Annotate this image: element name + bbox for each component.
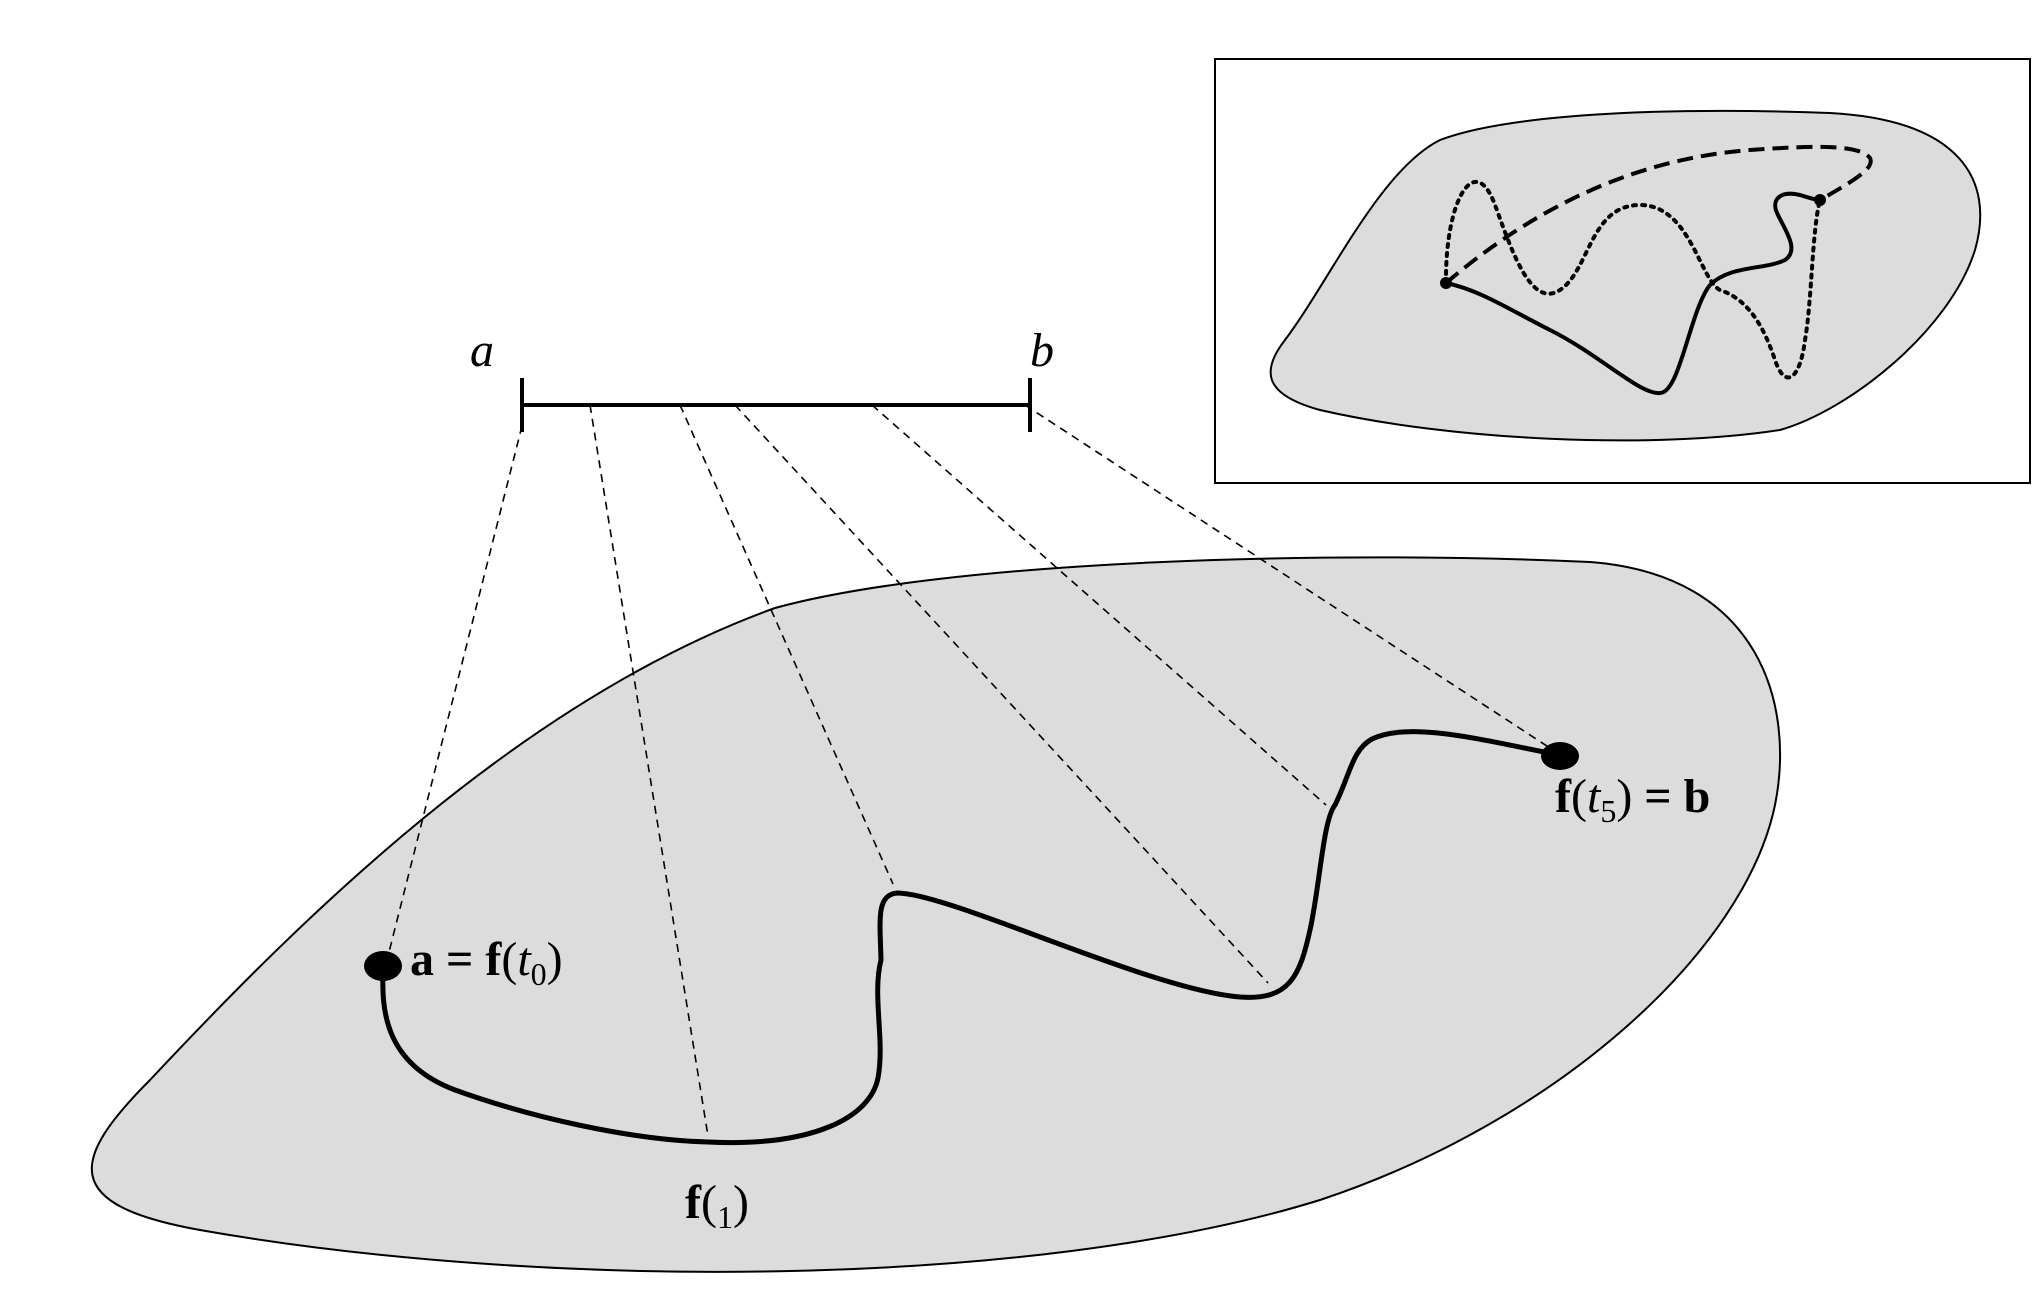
projection-line (589, 404, 709, 1137)
projection-line (1024, 404, 1554, 751)
projection-line (679, 404, 894, 885)
inset-panel (1214, 58, 2031, 484)
inset-start-point (1440, 277, 1452, 289)
projection-line (734, 404, 1269, 984)
start-label: a = f(t0) (410, 933, 563, 992)
start-point (364, 951, 402, 981)
inset-end-point (1814, 194, 1826, 206)
path-curve (380, 729, 1563, 1146)
main-region (90, 556, 1781, 1273)
interval-label-a: a (470, 324, 494, 377)
interval-segment (520, 378, 1032, 432)
inset-dashed-path (1444, 144, 1873, 285)
projection-line (871, 404, 1327, 806)
interval-label-b: b (1030, 324, 1054, 377)
mid-label: f(1) (685, 1176, 749, 1235)
end-label: f(t5) = b (1555, 770, 1710, 829)
projection-line (386, 425, 523, 961)
projection-lines (386, 404, 1554, 1137)
inset-solid-path (1445, 191, 1821, 396)
end-point (1541, 742, 1579, 770)
inset-dotted-path (1443, 180, 1822, 380)
